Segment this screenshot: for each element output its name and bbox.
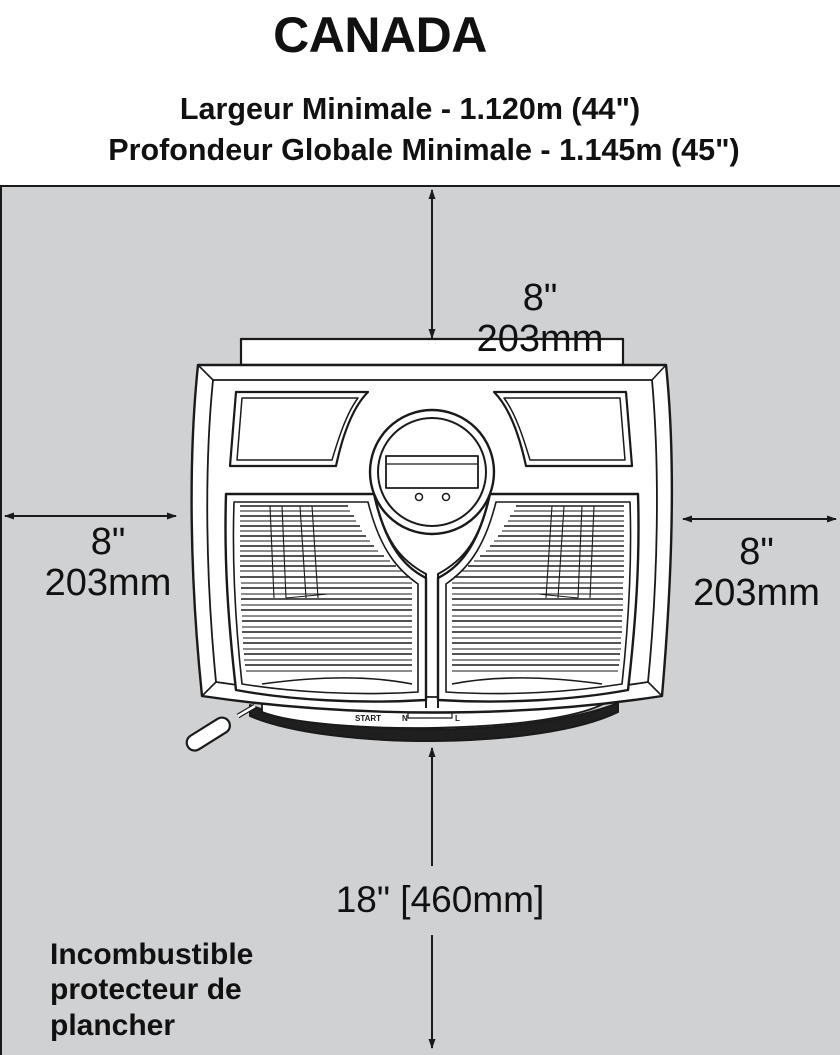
left-grille-frame-inner	[232, 501, 419, 695]
right-grille-slats	[451, 505, 624, 685]
gauge-window	[385, 455, 479, 489]
page-title: CANADA	[273, 7, 487, 63]
left-top-panel-inner	[236, 397, 359, 461]
start-label: START	[355, 714, 381, 723]
floor-protector-label: Incombustible protecteur de plancher	[50, 937, 253, 1043]
min-width-label: Largeur Minimale - 1.120m (44")	[179, 92, 641, 126]
n-label: N	[402, 714, 408, 723]
top-clearance-inches: 8"	[522, 277, 558, 319]
center-gauge-inner	[377, 417, 487, 527]
front-clearance-label: 18" [460mm]	[335, 879, 545, 920]
floor-protector-label-line-3: plancher	[50, 1008, 176, 1042]
floor-protector-area	[0, 185, 840, 1055]
gauge-knob-left	[414, 492, 424, 502]
stove-top-view: START N L	[185, 337, 673, 752]
center-gauge-outer	[368, 408, 496, 536]
l-label: L	[455, 714, 460, 723]
right-top-panel-inner	[503, 397, 626, 461]
min-depth-label: Profondeur Globale Minimale - 1.145m (45…	[108, 133, 740, 167]
damper-slider	[407, 712, 453, 719]
right-clearance-inches: 8"	[739, 531, 774, 573]
left-clearance-inches: 8"	[90, 521, 126, 563]
gauge-knob-right	[441, 492, 451, 502]
floor-protector-label-line-2: protecteur de	[50, 973, 242, 1007]
left-grille-slats	[240, 505, 413, 685]
left-clearance-mm: 203mm	[44, 562, 172, 605]
top-clearance-mm: 203mm	[476, 318, 604, 361]
top-clearance-label: 8" 203mm	[450, 277, 630, 361]
rear-heat-shield	[239, 337, 625, 367]
right-clearance-mm: 203mm	[693, 572, 820, 615]
left-top-panel	[228, 390, 370, 468]
right-clearance-label: 8" 203mm	[674, 531, 839, 615]
floor-protector-label-line-1: Incombustible	[50, 938, 254, 971]
left-clearance-label: 8" 203mm	[18, 521, 198, 605]
right-grille-frame-inner	[445, 501, 632, 695]
damper-handle	[185, 703, 257, 752]
right-top-panel	[492, 390, 634, 468]
